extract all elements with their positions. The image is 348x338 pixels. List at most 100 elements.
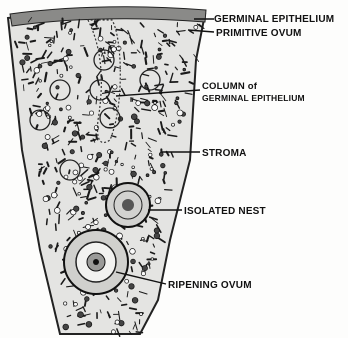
cell bbox=[194, 25, 198, 29]
cell bbox=[56, 86, 59, 89]
label-ripening-ovum: RIPENING OVUM bbox=[168, 280, 252, 291]
cell bbox=[85, 297, 90, 302]
stroma-fiber bbox=[131, 267, 132, 272]
cell bbox=[43, 196, 48, 201]
cell bbox=[25, 56, 30, 61]
cell bbox=[37, 111, 42, 116]
cell bbox=[142, 237, 145, 240]
ripening-ovum bbox=[64, 230, 128, 294]
cell bbox=[111, 330, 115, 334]
stroma-fiber bbox=[146, 52, 147, 57]
stroma-fiber bbox=[96, 134, 97, 139]
stroma-fiber bbox=[148, 161, 149, 166]
cell bbox=[129, 284, 135, 290]
cell bbox=[63, 56, 68, 61]
stroma-fiber bbox=[47, 219, 48, 225]
stroma-fiber bbox=[29, 82, 33, 83]
cell bbox=[72, 131, 78, 137]
cell bbox=[123, 41, 126, 44]
cell bbox=[115, 320, 119, 324]
cell bbox=[154, 233, 160, 239]
cell bbox=[70, 66, 73, 69]
cell bbox=[66, 105, 71, 110]
cell bbox=[68, 116, 71, 119]
cell bbox=[177, 110, 183, 116]
cell bbox=[78, 192, 81, 195]
stroma-fiber bbox=[124, 52, 125, 59]
cell bbox=[54, 208, 60, 214]
stroma-fiber bbox=[142, 133, 143, 139]
stroma-fiber bbox=[64, 128, 65, 132]
cell bbox=[149, 153, 152, 156]
label-isolated-nest: ISOLATED NEST bbox=[184, 206, 266, 217]
cell bbox=[175, 101, 179, 105]
cell bbox=[93, 167, 98, 172]
cell bbox=[39, 80, 42, 83]
stroma-fiber bbox=[74, 34, 75, 40]
cell bbox=[114, 289, 117, 292]
cell bbox=[74, 206, 79, 211]
cell bbox=[142, 265, 147, 270]
cell bbox=[48, 61, 53, 66]
stroma-fiber bbox=[93, 28, 98, 29]
cell bbox=[176, 97, 179, 100]
cell bbox=[151, 258, 154, 261]
cell bbox=[136, 101, 141, 106]
cell bbox=[178, 120, 181, 123]
cell bbox=[152, 105, 158, 111]
stroma-fiber bbox=[43, 181, 44, 184]
stroma-fiber bbox=[28, 28, 33, 29]
stroma-fiber bbox=[39, 172, 40, 176]
cell bbox=[105, 90, 107, 92]
cell bbox=[70, 150, 74, 154]
cell bbox=[69, 31, 72, 34]
stroma-fiber bbox=[36, 125, 37, 128]
cell bbox=[81, 135, 85, 139]
isolated-nest bbox=[106, 183, 150, 227]
cell bbox=[52, 120, 57, 125]
stroma-fiber bbox=[88, 180, 93, 181]
cell bbox=[63, 324, 69, 330]
stroma-fiber bbox=[122, 304, 127, 305]
stroma-fiber bbox=[163, 41, 167, 42]
stroma-fiber bbox=[61, 22, 62, 29]
cell bbox=[110, 151, 113, 154]
cell bbox=[155, 66, 158, 69]
cell bbox=[125, 279, 129, 283]
stroma-fiber bbox=[114, 68, 115, 71]
cell bbox=[46, 102, 48, 104]
cell bbox=[132, 166, 135, 169]
cell bbox=[49, 245, 53, 249]
stroma-fiber bbox=[147, 68, 153, 69]
cell bbox=[78, 312, 84, 318]
cell bbox=[45, 106, 50, 111]
cell bbox=[81, 211, 84, 214]
cell bbox=[101, 195, 106, 200]
cell bbox=[163, 34, 166, 37]
cell bbox=[111, 47, 116, 52]
cell bbox=[94, 220, 98, 224]
label-stroma: STROMA bbox=[202, 148, 247, 159]
stroma-fiber bbox=[100, 28, 101, 36]
cell bbox=[156, 54, 161, 59]
cell bbox=[130, 249, 136, 255]
stroma-fiber bbox=[57, 32, 58, 38]
stroma-fiber bbox=[54, 36, 55, 43]
cell bbox=[73, 180, 77, 184]
cell bbox=[34, 68, 40, 74]
cell bbox=[171, 123, 174, 126]
cell bbox=[74, 302, 78, 306]
cell bbox=[38, 64, 42, 68]
cell bbox=[87, 99, 92, 104]
cell bbox=[145, 85, 148, 88]
cell bbox=[73, 170, 78, 175]
cell bbox=[57, 181, 60, 184]
stroma-fiber bbox=[47, 162, 48, 166]
cell bbox=[49, 44, 52, 47]
cell bbox=[76, 73, 81, 78]
stroma-fiber bbox=[69, 170, 70, 173]
stroma-fiber bbox=[87, 135, 95, 136]
stroma-fiber bbox=[153, 56, 154, 64]
cell bbox=[20, 60, 25, 65]
